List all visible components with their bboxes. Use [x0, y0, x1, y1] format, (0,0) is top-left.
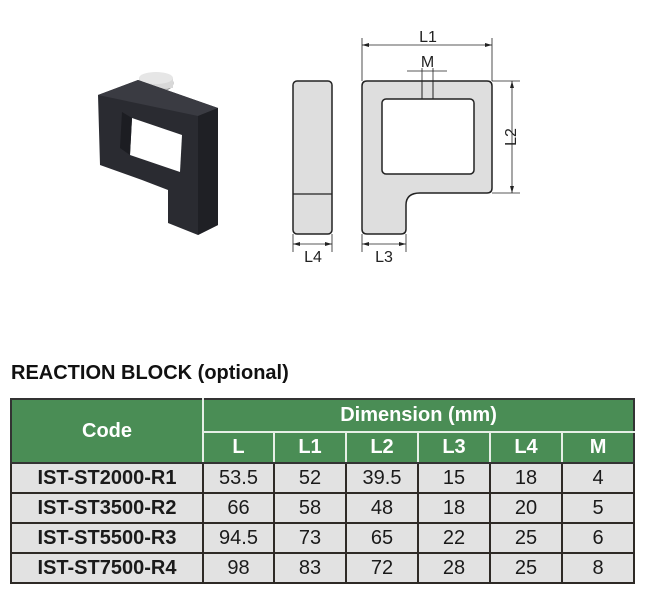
cell-code: IST-ST7500-R4 [10, 552, 204, 584]
label-m: M [421, 54, 434, 71]
cell-l3: 18 [417, 492, 491, 524]
cell-l2: 48 [345, 492, 419, 524]
cell-l3: 22 [417, 522, 491, 554]
cell-code: IST-ST3500-R2 [10, 492, 204, 524]
cell-l4: 20 [489, 492, 563, 524]
cell-l2: 72 [345, 552, 419, 584]
table-row: IST-ST3500-R2 66 58 48 18 20 5 [10, 492, 636, 524]
section-title: REACTION BLOCK (optional) [11, 362, 289, 384]
table-row: IST-ST7500-R4 98 83 72 28 25 8 [10, 552, 636, 584]
product-photo [80, 50, 260, 250]
dimension-drawing: M L1 L2 L3 L4 [280, 20, 530, 270]
cell-m: 8 [560, 552, 636, 584]
cell-m: 4 [560, 462, 636, 494]
cell-l1: 83 [273, 552, 347, 584]
cell-l: 53.5 [202, 462, 275, 494]
column-header-l1: L1 [273, 431, 347, 464]
cell-l1: 73 [273, 522, 347, 554]
column-header-l: L [202, 431, 275, 464]
cell-l: 66 [202, 492, 275, 524]
svg-text:L4: L4 [304, 249, 322, 266]
cell-m: 6 [560, 522, 636, 554]
cell-l4: 18 [489, 462, 563, 494]
cell-l2: 65 [345, 522, 419, 554]
svg-text:L3: L3 [375, 249, 393, 266]
cell-l3: 28 [417, 552, 491, 584]
table-row: IST-ST5500-R3 94.5 73 65 22 25 6 [10, 522, 636, 554]
cell-l: 94.5 [202, 522, 275, 554]
cell-l4: 25 [489, 522, 563, 554]
cell-l4: 25 [489, 552, 563, 584]
column-header-m: M [560, 431, 636, 464]
svg-text:L1: L1 [419, 29, 437, 46]
cell-l: 98 [202, 552, 275, 584]
column-header-code: Code [10, 398, 204, 464]
column-header-l3: L3 [417, 431, 491, 464]
cell-code: IST-ST2000-R1 [10, 462, 204, 494]
column-header-l2: L2 [345, 431, 419, 464]
cell-l1: 58 [273, 492, 347, 524]
svg-text:L2: L2 [503, 128, 520, 146]
dimension-table: Code Dimension (mm) L L1 L2 L3 L4 M IST-… [10, 398, 636, 584]
cell-m: 5 [560, 492, 636, 524]
cell-l2: 39.5 [345, 462, 419, 494]
cell-code: IST-ST5500-R3 [10, 522, 204, 554]
cell-l3: 15 [417, 462, 491, 494]
column-group-dimension: Dimension (mm) [201, 398, 636, 433]
table-row: IST-ST2000-R1 53.5 52 39.5 15 18 4 [10, 462, 636, 494]
column-header-l4: L4 [489, 431, 563, 464]
cell-l1: 52 [273, 462, 347, 494]
